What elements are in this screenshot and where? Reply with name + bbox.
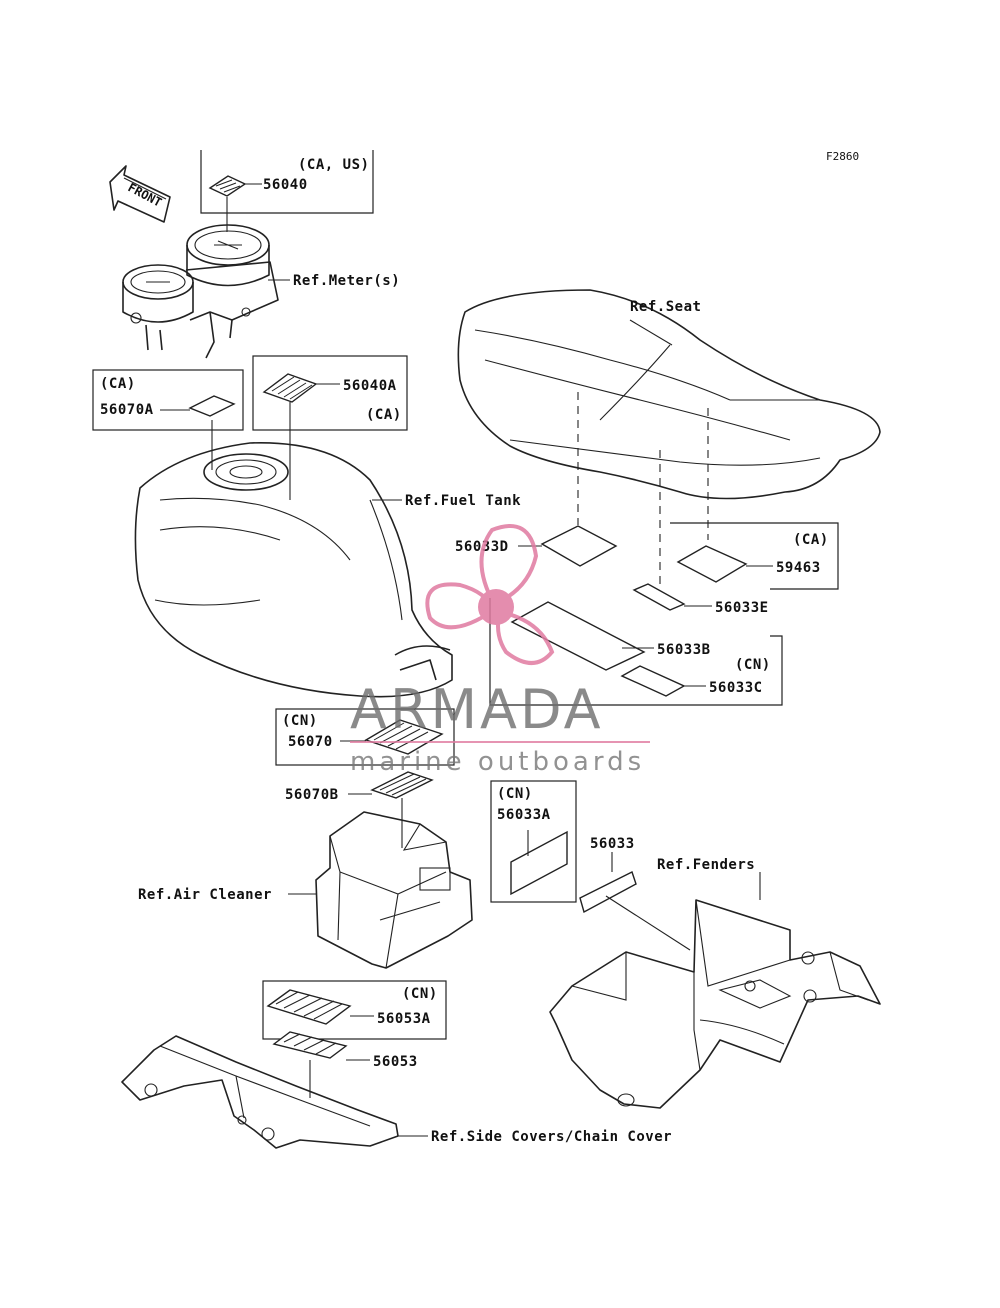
ref-side-covers: Ref.Side Covers/Chain Cover (431, 1129, 672, 1145)
region-cn-3: (CN) (497, 786, 533, 802)
decal-56040A-callout: 56040A (CA) (252, 355, 408, 500)
decal-56053-callout: (CN) 56053A (262, 980, 447, 1040)
region-ca-us: (CA, US) (298, 157, 369, 173)
ref-seat: Ref.Seat (630, 299, 701, 315)
watermark-brand: ARMADA (350, 678, 604, 741)
region-ca-2: (CA) (366, 407, 402, 423)
part-56053A: 56053A (377, 1011, 431, 1027)
decal-56070B: 56070B (285, 771, 434, 848)
region-cn-1: (CN) (735, 657, 771, 673)
part-59463: 59463 (776, 560, 821, 576)
part-56040: 56040 (263, 177, 308, 193)
decal-59463-callout: (CA) 59463 (670, 522, 839, 590)
part-56040A: 56040A (343, 378, 397, 394)
decal-56033B-56033C-group: 56033B (CN) 56033C (489, 598, 783, 706)
propeller-logo-icon (425, 524, 555, 665)
region-cn-4: (CN) (402, 986, 438, 1002)
decal-56033E: 56033E (632, 583, 769, 616)
part-56033B: 56033B (657, 642, 711, 658)
decal-56053: 56053 (272, 1031, 418, 1098)
part-56033C: 56033C (709, 680, 763, 696)
decal-56033: 56033 (579, 836, 691, 951)
ref-fuel-tank: Ref.Fuel Tank (405, 493, 521, 509)
ref-fenders: Ref.Fenders (657, 857, 755, 873)
watermark-tagline: marine outboards (350, 747, 645, 777)
decal-56033A-callout: (CN) 56033A (490, 780, 577, 903)
ref-meter: Ref.Meter(s) (293, 273, 400, 289)
rear-fender: Ref.Fenders (549, 857, 881, 1109)
fuel-tank: Ref.Fuel Tank (134, 441, 521, 698)
decal-56070-callout: (CN) 56070 (275, 708, 455, 766)
region-ca-1: (CA) (100, 376, 136, 392)
part-56033E: 56033E (715, 600, 769, 616)
decal-56070A-callout: (CA) 56070A (92, 369, 244, 470)
figure-code: F2860 (826, 150, 859, 163)
watermark: ARMADA marine outboards (350, 524, 650, 777)
ref-air-cleaner: Ref.Air Cleaner (138, 887, 272, 903)
air-cleaner: Ref.Air Cleaner (138, 811, 473, 969)
part-56070: 56070 (288, 734, 333, 750)
meter-assembly: Ref.Meter(s) (122, 224, 400, 359)
seat: Ref.Seat (457, 289, 881, 590)
part-56070A: 56070A (100, 402, 154, 418)
part-56053: 56053 (373, 1054, 418, 1070)
part-56033A: 56033A (497, 807, 551, 823)
front-arrow-icon: FRONT (109, 165, 171, 223)
part-56070B: 56070B (285, 787, 339, 803)
part-56033: 56033 (590, 836, 635, 852)
region-ca-3: (CA) (793, 532, 829, 548)
chain-cover: Ref.Side Covers/Chain Cover (121, 1035, 672, 1149)
region-cn-2: (CN) (282, 713, 318, 729)
decal-56040-callout: (CA, US) 56040 (200, 150, 374, 232)
